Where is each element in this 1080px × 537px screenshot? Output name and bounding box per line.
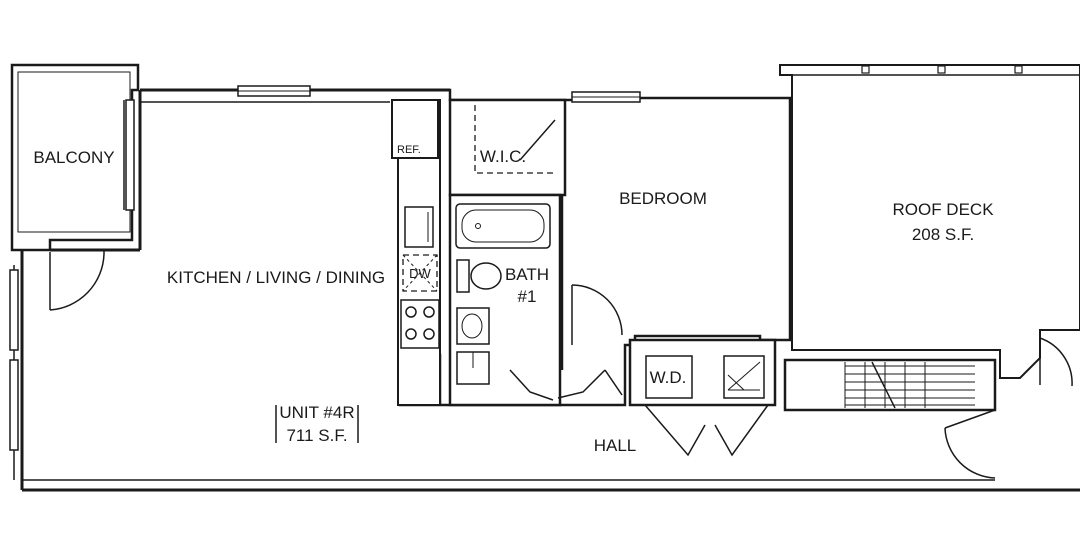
- bath-door: [571, 284, 623, 345]
- roof-deck-area-label: 208 S.F.: [912, 225, 974, 244]
- entry-doors: [944, 337, 1073, 479]
- kitchen-counter: [391, 99, 441, 406]
- unit-area-label: 711 S.F.: [286, 426, 347, 445]
- balcony-area: [10, 63, 140, 252]
- stairs: [783, 358, 997, 412]
- roof-deck-area: [779, 64, 1080, 379]
- wic-label: W.I.C.: [480, 147, 526, 166]
- windows: [9, 85, 641, 451]
- refrigerator-label: REF.: [397, 144, 421, 156]
- bedroom-label: BEDROOM: [619, 189, 707, 208]
- balcony-label: BALCONY: [33, 148, 114, 167]
- hall-label: HALL: [594, 436, 637, 455]
- kitchen-living-dining-label: KITCHEN / LIVING / DINING: [167, 268, 385, 287]
- dishwasher-label: DW: [409, 266, 431, 281]
- unit-info: UNIT #4R 711 S.F.: [275, 403, 359, 445]
- bath-number-label: #1: [518, 287, 537, 306]
- bath-label: BATH: [505, 265, 549, 284]
- closet-doors: [509, 369, 623, 401]
- washer-dryer-label: W.D.: [650, 368, 687, 387]
- balcony-door: [49, 250, 105, 311]
- roof-deck-label: ROOF DECK: [892, 200, 994, 219]
- closet-bath-walls: [448, 98, 567, 407]
- laundry-closet: [628, 338, 777, 457]
- unit-name-label: UNIT #4R: [279, 403, 354, 422]
